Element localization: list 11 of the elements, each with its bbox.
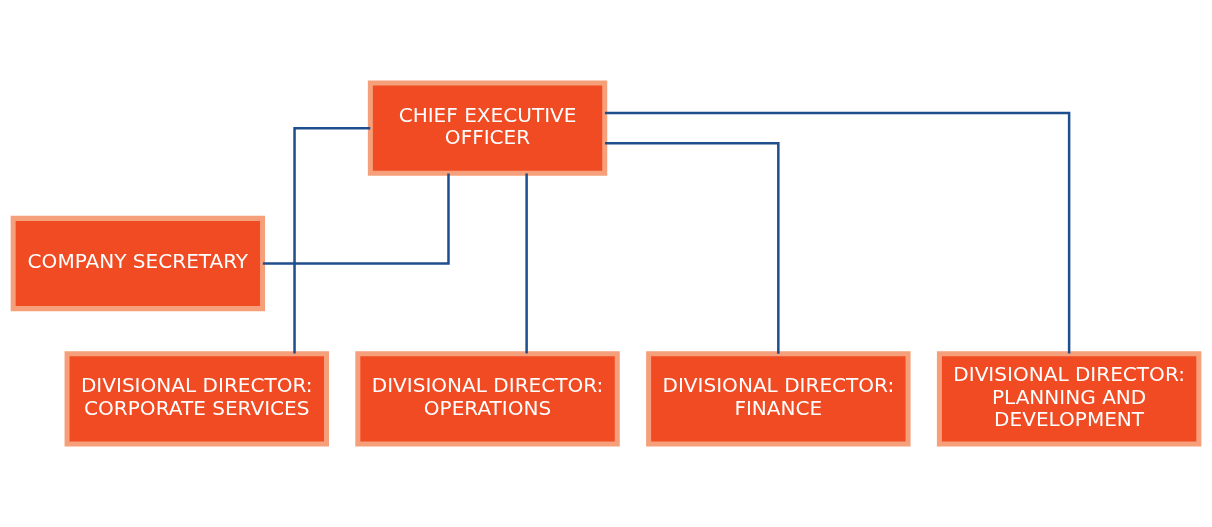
node-box: DIVISIONAL DIRECTOR: FINANCE: [646, 351, 911, 447]
node-box: DIVISIONAL DIRECTOR: OPERATIONS: [355, 351, 620, 447]
node-box: DIVISIONAL DIRECTOR: PLANNING AND DEVELOPMENT: [936, 351, 1202, 447]
connector: [605, 141, 780, 354]
connector: [293, 126, 371, 354]
connector: [525, 173, 528, 354]
node-box: COMPANY SECRETARY: [10, 215, 266, 312]
connector: [262, 173, 450, 265]
node-box: CHIEF EXECUTIVE OFFICER: [367, 80, 608, 176]
node-box: DIVISIONAL DIRECTOR: CORPORATE SERVICES: [64, 351, 329, 447]
connector: [604, 111, 1071, 354]
